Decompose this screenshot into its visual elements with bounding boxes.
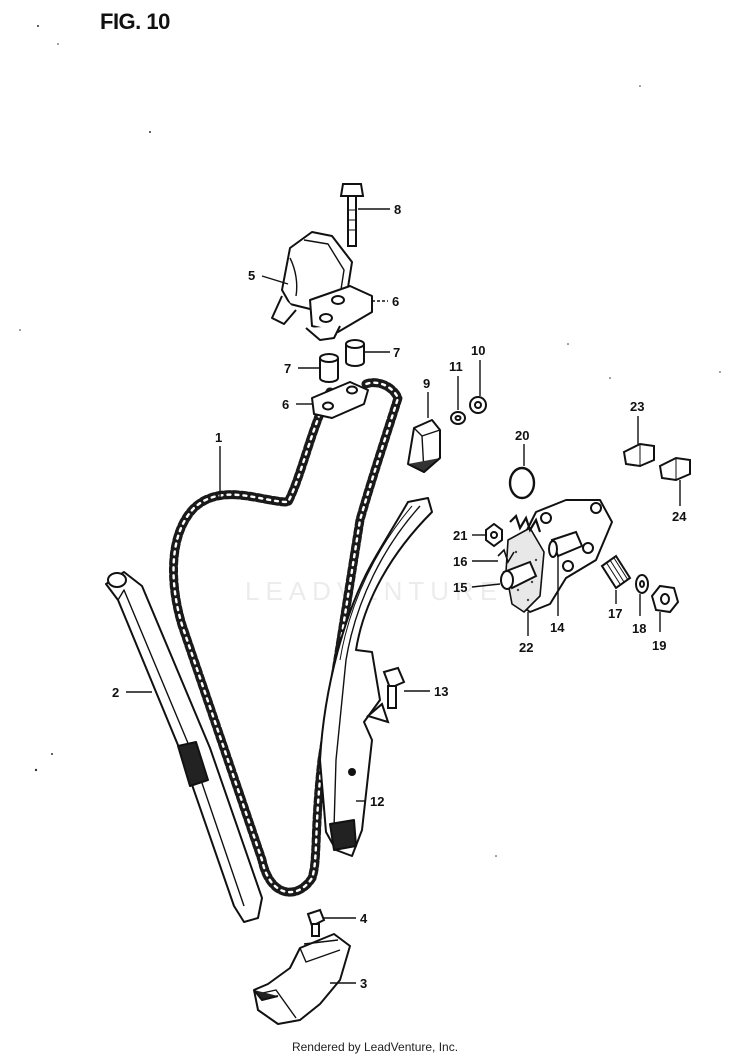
part-chain-damper[interactable] [407, 419, 441, 473]
part-adjuster-bolt[interactable] [600, 554, 632, 590]
callout-22: 22 [519, 612, 533, 655]
part-plunger-15[interactable] [500, 560, 538, 590]
callout-label: 24 [672, 509, 687, 524]
callout-label: 6 [392, 294, 399, 309]
callout-label: 21 [453, 528, 467, 543]
part-guide-bracket-upper[interactable] [305, 285, 373, 341]
part-washer-11[interactable] [450, 411, 466, 425]
part-spring-16[interactable] [497, 548, 515, 564]
part-washer-18[interactable] [635, 574, 649, 594]
part-tensioner-spring[interactable] [509, 513, 542, 533]
callout-20: 20 [515, 428, 529, 466]
callout-17: 17 [608, 590, 622, 621]
callout-6a: 6 [372, 294, 399, 309]
callout-7b: 7 [364, 345, 400, 360]
callout-4: 4 [324, 911, 368, 926]
part-tensioner-pushrod[interactable] [548, 530, 584, 558]
part-spacer-left[interactable] [319, 353, 339, 383]
callout-label: 23 [630, 399, 644, 414]
callout-6b: 6 [282, 397, 312, 412]
callout-label: 15 [453, 580, 467, 595]
callout-7a: 7 [284, 361, 320, 376]
part-cam-chain[interactable] [169, 378, 403, 897]
callout-label: 3 [360, 976, 367, 991]
callout-19: 19 [652, 612, 666, 653]
callout-label: 13 [434, 684, 448, 699]
callout-23: 23 [630, 399, 644, 444]
part-bolt-24[interactable] [658, 456, 691, 482]
callout-label: 19 [652, 638, 666, 653]
callout-12: 12 [356, 794, 384, 809]
part-lock-nut[interactable] [650, 584, 680, 614]
part-bolt-upper[interactable] [339, 183, 365, 247]
callout-label: 5 [248, 268, 255, 283]
part-o-ring[interactable] [508, 466, 536, 500]
callout-10: 10 [471, 343, 485, 396]
callout-label: 9 [423, 376, 430, 391]
callout-8: 8 [358, 202, 401, 217]
callout-label: 10 [471, 343, 485, 358]
callout-label: 4 [360, 911, 368, 926]
callout-16: 16 [453, 554, 498, 569]
callout-14: 14 [550, 556, 565, 635]
callout-label: 17 [608, 606, 622, 621]
callout-label: 12 [370, 794, 384, 809]
callout-5: 5 [248, 268, 289, 285]
callout-label: 22 [519, 640, 533, 655]
part-bolt-10[interactable] [469, 396, 487, 414]
figure-title: FIG. 10 [100, 9, 170, 34]
part-tensioner-slider[interactable] [319, 497, 433, 857]
callout-label: 7 [284, 361, 291, 376]
callout-9: 9 [423, 376, 430, 418]
part-lower-chain-guide[interactable] [253, 933, 351, 1025]
footer-credit: Rendered by LeadVenture, Inc. [291, 1040, 459, 1054]
callout-15: 15 [453, 580, 501, 595]
callout-13: 13 [404, 684, 448, 699]
callout-21: 21 [453, 528, 486, 543]
callout-label: 18 [632, 621, 646, 636]
part-bolt-4[interactable] [306, 908, 326, 937]
part-nut-21[interactable] [485, 522, 503, 548]
callout-label: 7 [393, 345, 400, 360]
part-bolt-13[interactable] [365, 666, 406, 724]
part-chain-guide[interactable] [105, 571, 263, 923]
callout-label: 20 [515, 428, 529, 443]
part-spacer-right[interactable] [345, 339, 365, 367]
callout-label: 6 [282, 397, 289, 412]
scan-specks [19, 25, 721, 857]
part-bolt-23[interactable] [622, 442, 655, 468]
callout-3: 3 [330, 976, 367, 991]
callout-label: 1 [215, 430, 222, 445]
part-guide-bracket-lower[interactable] [311, 381, 369, 419]
callout-label: 8 [394, 202, 401, 217]
callout-2: 2 [112, 685, 152, 700]
callout-11: 11 [449, 359, 463, 410]
callout-label: 11 [449, 359, 463, 374]
callout-label: 2 [112, 685, 119, 700]
callout-1: 1 [215, 430, 222, 500]
callout-18: 18 [632, 594, 646, 636]
callout-24: 24 [672, 480, 687, 524]
callout-label: 16 [453, 554, 467, 569]
callout-label: 14 [550, 620, 565, 635]
